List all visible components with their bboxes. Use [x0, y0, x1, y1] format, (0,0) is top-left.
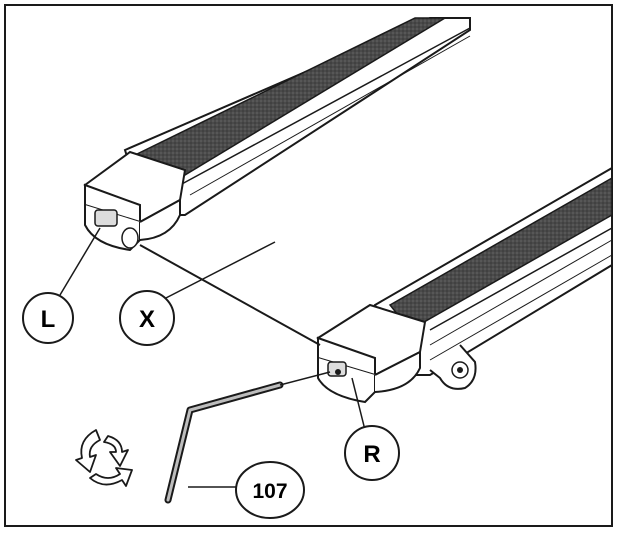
left-rail-belt-strip [133, 17, 448, 179]
left-end-cap [83, 150, 187, 252]
callout-R: R [344, 425, 400, 481]
rotate-arrows-icon [75, 429, 133, 487]
leader-line-L [59, 227, 101, 296]
callout-107: 107 [235, 461, 305, 519]
callout-L-label: L [41, 306, 56, 333]
allen-wrench [164, 371, 331, 504]
leader-line-X [161, 241, 276, 301]
deck-edge-line [139, 244, 321, 346]
callout-X-label: X [139, 306, 155, 333]
wrench-pointer-line [279, 371, 331, 386]
right-end-cap [316, 303, 427, 404]
callout-107-label: 107 [252, 480, 287, 503]
leader-line-R [351, 377, 366, 431]
rail-foot-wheel [429, 344, 477, 390]
callout-L: L [22, 292, 74, 344]
callout-R-label: R [363, 441, 380, 468]
callout-X: X [119, 290, 175, 346]
